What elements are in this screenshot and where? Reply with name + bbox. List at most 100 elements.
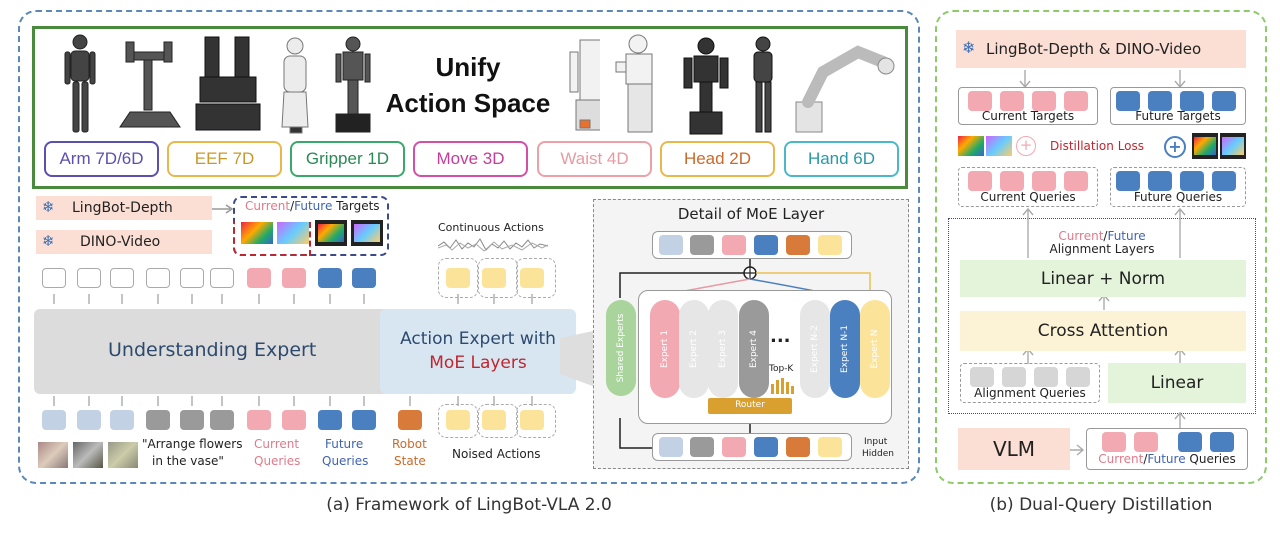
camera-image [73, 442, 103, 468]
image-token [42, 410, 66, 430]
current-target-token [968, 91, 992, 111]
arrow-icon [212, 204, 234, 214]
action-expert-label-1: Action Expert with [400, 329, 556, 349]
alignment-queries-label: Alignment Queries [974, 386, 1086, 400]
distillation-loss-label: Distillation Loss [1050, 139, 1145, 153]
output-token [210, 268, 234, 288]
token [754, 235, 778, 255]
robot-images-right [615, 34, 895, 135]
router-block [708, 398, 792, 414]
token [754, 437, 778, 457]
current-query-token [1000, 171, 1024, 191]
future-query-token [1212, 171, 1236, 191]
distillation-panel [935, 10, 1267, 484]
future-queries-label: Future Queries [1133, 190, 1223, 204]
future-target-token [1180, 91, 1204, 111]
expert-1: Expert 1 [650, 300, 680, 398]
future-target-token [1148, 91, 1172, 111]
cf-queries-box [1086, 428, 1248, 470]
video-thumb [986, 136, 1012, 156]
alignment-layers-title: Current/Future [1058, 229, 1146, 243]
future-query-token [352, 410, 376, 430]
token [786, 235, 810, 255]
action-output-token [446, 268, 470, 288]
cf-queries-label: Current/Future Queries [1098, 452, 1236, 466]
action-space-eef: EEF 7D [167, 141, 282, 177]
linear-norm-block: Linear + Norm [960, 260, 1246, 297]
current-target-token [1032, 91, 1056, 111]
current-query-token [1134, 432, 1158, 452]
instruction-line1: "Arrange flowers [142, 437, 243, 451]
action-space-gripper: Gripper 1D [290, 141, 405, 177]
snowflake-icon: ❄ [42, 232, 55, 250]
token [659, 235, 683, 255]
alignment-query-token [1002, 367, 1026, 387]
future-targets-box [1110, 87, 1246, 125]
camera-image [38, 442, 68, 468]
token [818, 235, 842, 255]
action-space-arm: Arm 7D/6D [44, 141, 159, 177]
future-query-token [318, 410, 342, 430]
lingbot-dino-box [956, 30, 1246, 68]
expert-n: Expert N [860, 300, 890, 398]
output-token [180, 268, 204, 288]
depth-map-thumb [241, 222, 273, 244]
up-arrows-top [53, 294, 533, 304]
future-target-token [1116, 91, 1140, 111]
future-film-thumb [1220, 133, 1246, 159]
current-target-token [1000, 91, 1024, 111]
router-label: Router [735, 400, 765, 410]
noised-action-slot [438, 404, 478, 438]
expert-2: Expert 2 [679, 300, 709, 398]
current-query-token [1032, 171, 1056, 191]
understanding-expert-label: Understanding Expert [108, 339, 317, 361]
token [659, 437, 683, 457]
snowflake-icon: ❄ [962, 38, 976, 57]
output-token [77, 268, 101, 288]
token [690, 437, 714, 457]
action-space-head: Head 2D [660, 141, 775, 177]
action-output-token [482, 268, 506, 288]
future-query-output [318, 268, 342, 288]
future-query-token [1116, 171, 1140, 191]
video-feature-thumb [277, 222, 309, 244]
image-token [77, 410, 101, 430]
output-token [42, 268, 66, 288]
caption-a: (a) Framework of LingBot-VLA 2.0 [326, 495, 612, 515]
current-target-token [1064, 91, 1088, 111]
current-queries-label: Current Queries [980, 190, 1076, 204]
shared-experts: Shared Experts [606, 300, 636, 396]
moe-title: Detail of MoE Layer [677, 205, 825, 223]
action-slot [478, 258, 518, 298]
future-targets-label: Future Targets [1135, 109, 1221, 123]
plus-icon: + [1164, 136, 1186, 158]
future-queries-label-1: Future [325, 437, 364, 451]
lingbot-dino-label: LingBot-Depth & DINO-Video [986, 40, 1202, 58]
experts-ellipsis: ... [770, 326, 791, 347]
future-queries-box [1110, 167, 1246, 207]
noised-actions-label: Noised Actions [452, 447, 541, 461]
alignment-query-token [1034, 367, 1058, 387]
robot-state-token [398, 410, 422, 430]
current-query-token [968, 171, 992, 191]
future-query-token [1210, 432, 1234, 452]
current-query-output [282, 268, 306, 288]
lingbot-depth-box [36, 196, 212, 220]
current-query-token [1102, 432, 1126, 452]
plus-icon: + [1016, 136, 1036, 156]
unify-title-line1: Unify [435, 52, 501, 82]
noised-action-token [482, 410, 506, 430]
expert-n-2: Expert N-2 [800, 300, 830, 398]
expert-n-1: Expert N-1 [830, 300, 860, 398]
depth-thumb [958, 136, 984, 156]
noised-action-token [446, 410, 470, 430]
robot-state-label-1: Robot [392, 437, 427, 451]
expert-3: Expert 3 [708, 300, 738, 398]
topk-label: Top-K [769, 364, 794, 374]
future-query-token [1180, 171, 1204, 191]
dino-video-box [36, 230, 212, 254]
text-token [210, 410, 234, 430]
current-query-token [1064, 171, 1088, 191]
caption-b: (b) Dual-Query Distillation [989, 495, 1213, 515]
action-space-waist: Waist 4D [537, 141, 652, 177]
